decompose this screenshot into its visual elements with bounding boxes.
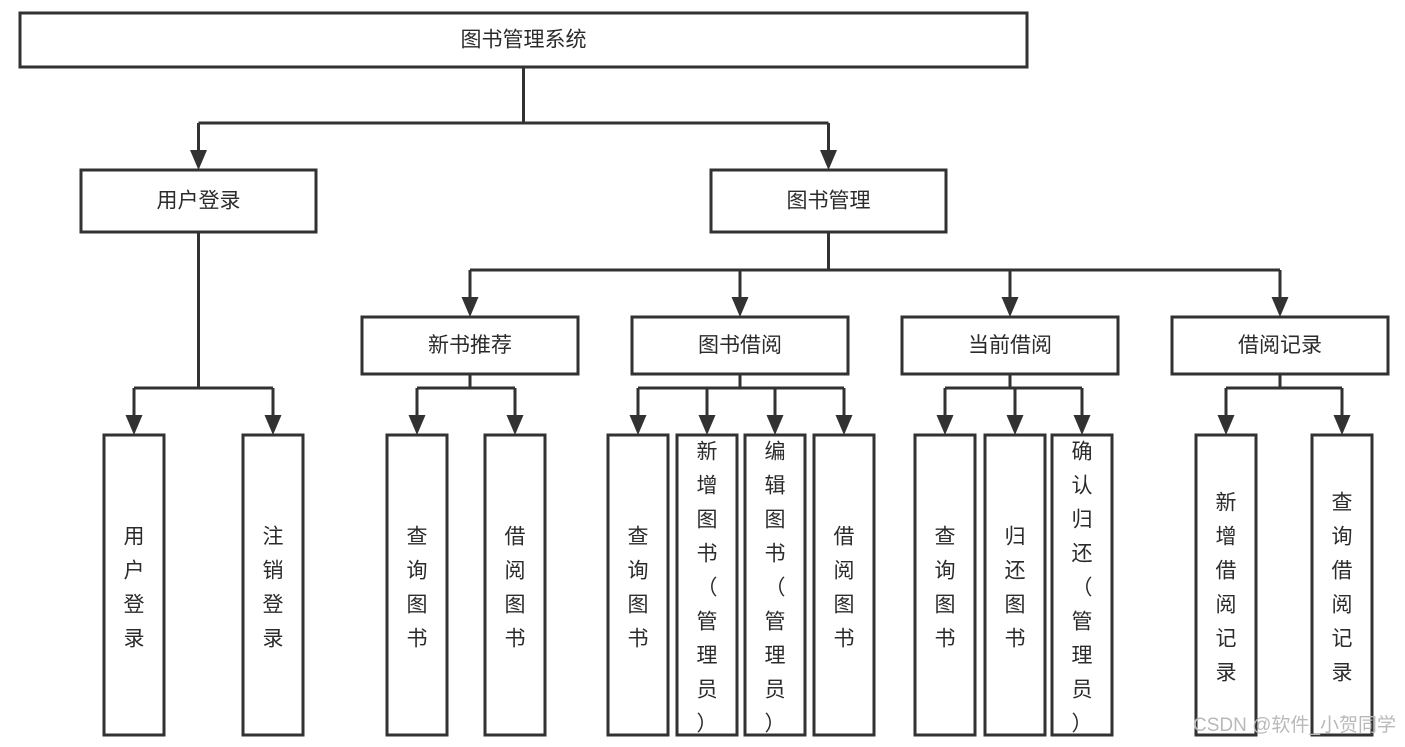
node-borrow-record[interactable]: 借阅记录 xyxy=(1170,315,1390,376)
node-label-leaf-user-login: 用户登录 xyxy=(124,526,145,651)
node-box-leaf-query-book-1 xyxy=(385,433,449,737)
node-box-leaf-query-book-2 xyxy=(606,433,670,737)
node-box-leaf-borrow-book-1 xyxy=(483,433,547,737)
node-label-root: 图书管理系统 xyxy=(461,29,587,52)
node-current-borrow[interactable]: 当前借阅 xyxy=(900,315,1120,376)
connector-group-book-borrow xyxy=(629,374,853,435)
node-box-leaf-query-book-3 xyxy=(913,433,977,737)
arrow-head-icon xyxy=(936,415,954,435)
node-label-leaf-add-record: 新增借阅记录 xyxy=(1216,492,1237,685)
connector-group-borrow-record xyxy=(1217,374,1351,435)
node-leaf-confirm-return[interactable]: 确认归还（管理员） xyxy=(1050,433,1114,737)
node-label-leaf-confirm-return: 确认归还（管理员） xyxy=(1072,441,1093,736)
arrow-head-icon xyxy=(125,415,143,435)
node-root[interactable]: 图书管理系统 xyxy=(18,11,1029,69)
node-label-leaf-add-book: 新增图书（管理员） xyxy=(697,441,718,736)
node-label-book-manage: 图书管理 xyxy=(787,190,871,213)
connector-group-user-login xyxy=(125,232,282,435)
node-leaf-add-record[interactable]: 新增借阅记录 xyxy=(1194,433,1258,737)
node-leaf-return-book[interactable]: 归还图书 xyxy=(983,433,1047,737)
arrow-head-icon xyxy=(264,415,282,435)
arrow-head-icon xyxy=(835,415,853,435)
node-box-leaf-add-record xyxy=(1194,433,1258,737)
node-box-book-borrow xyxy=(630,315,850,376)
csdn-watermark: CSDN @软件_小贺同学 xyxy=(1193,714,1396,736)
arrow-head-icon xyxy=(629,415,647,435)
node-box-leaf-return-book xyxy=(983,433,1047,737)
arrow-head-icon xyxy=(408,415,426,435)
node-label-leaf-query-book-1: 查询图书 xyxy=(407,526,428,651)
node-layer: 图书管理系统用户登录图书管理新书推荐图书借阅当前借阅借阅记录用户登录注销登录查询… xyxy=(18,11,1390,737)
connector-group-new-book-rec xyxy=(408,374,524,435)
node-label-leaf-logout: 注销登录 xyxy=(263,526,284,651)
node-book-borrow[interactable]: 图书借阅 xyxy=(630,315,850,376)
arrow-head-icon xyxy=(731,297,749,317)
node-user-login[interactable]: 用户登录 xyxy=(79,168,318,234)
node-leaf-query-book-1[interactable]: 查询图书 xyxy=(385,433,449,737)
arrow-head-icon xyxy=(1217,415,1235,435)
node-leaf-borrow-book-1[interactable]: 借阅图书 xyxy=(483,433,547,737)
node-box-current-borrow xyxy=(900,315,1120,376)
node-label-book-borrow: 图书借阅 xyxy=(698,334,782,357)
connector-group-book-manage xyxy=(461,232,1289,317)
arrow-head-icon xyxy=(190,150,207,170)
node-label-leaf-query-record: 查询借阅记录 xyxy=(1332,492,1353,685)
connector-layer xyxy=(125,67,1351,435)
node-leaf-borrow-book-2[interactable]: 借阅图书 xyxy=(812,433,876,737)
arrow-head-icon xyxy=(698,415,716,435)
arrow-head-icon xyxy=(506,415,524,435)
node-leaf-logout[interactable]: 注销登录 xyxy=(241,433,305,737)
node-label-leaf-query-book-3: 查询图书 xyxy=(935,526,956,651)
arrow-head-icon xyxy=(820,150,837,170)
arrow-head-icon xyxy=(461,297,479,317)
node-box-leaf-confirm-return xyxy=(1050,433,1114,737)
node-label-leaf-edit-book: 编辑图书（管理员） xyxy=(765,441,786,736)
node-label-user-login: 用户登录 xyxy=(157,190,241,213)
node-label-borrow-record: 借阅记录 xyxy=(1238,334,1322,357)
node-box-user-login xyxy=(79,168,318,234)
connector-group-root xyxy=(190,67,837,170)
node-box-leaf-add-book xyxy=(675,433,739,737)
node-new-book-rec[interactable]: 新书推荐 xyxy=(360,315,580,376)
node-leaf-query-book-3[interactable]: 查询图书 xyxy=(913,433,977,737)
arrow-head-icon xyxy=(1271,297,1289,317)
node-leaf-edit-book[interactable]: 编辑图书（管理员） xyxy=(743,433,807,737)
node-label-current-borrow: 当前借阅 xyxy=(968,334,1052,357)
node-book-manage[interactable]: 图书管理 xyxy=(709,168,948,234)
arrow-head-icon xyxy=(1333,415,1351,435)
node-label-leaf-borrow-book-2: 借阅图书 xyxy=(834,526,855,651)
node-leaf-query-book-2[interactable]: 查询图书 xyxy=(606,433,670,737)
arrow-head-icon xyxy=(766,415,784,435)
node-box-leaf-edit-book xyxy=(743,433,807,737)
node-label-leaf-borrow-book-1: 借阅图书 xyxy=(505,526,526,651)
node-box-book-manage xyxy=(709,168,948,234)
node-leaf-query-record[interactable]: 查询借阅记录 xyxy=(1310,433,1374,737)
node-box-leaf-logout xyxy=(241,433,305,737)
arrow-head-icon xyxy=(1006,415,1024,435)
node-leaf-add-book[interactable]: 新增图书（管理员） xyxy=(675,433,739,737)
arrow-head-icon xyxy=(1073,415,1091,435)
node-box-root xyxy=(18,11,1029,69)
node-leaf-user-login[interactable]: 用户登录 xyxy=(102,433,166,737)
node-box-new-book-rec xyxy=(360,315,580,376)
arrow-head-icon xyxy=(1001,297,1019,317)
node-label-leaf-return-book: 归还图书 xyxy=(1005,526,1026,651)
node-label-leaf-query-book-2: 查询图书 xyxy=(628,526,649,651)
node-box-leaf-query-record xyxy=(1310,433,1374,737)
connector-group-current-borrow xyxy=(936,374,1091,435)
node-box-borrow-record xyxy=(1170,315,1390,376)
node-box-leaf-borrow-book-2 xyxy=(812,433,876,737)
node-box-leaf-user-login xyxy=(102,433,166,737)
node-label-new-book-rec: 新书推荐 xyxy=(428,334,512,357)
